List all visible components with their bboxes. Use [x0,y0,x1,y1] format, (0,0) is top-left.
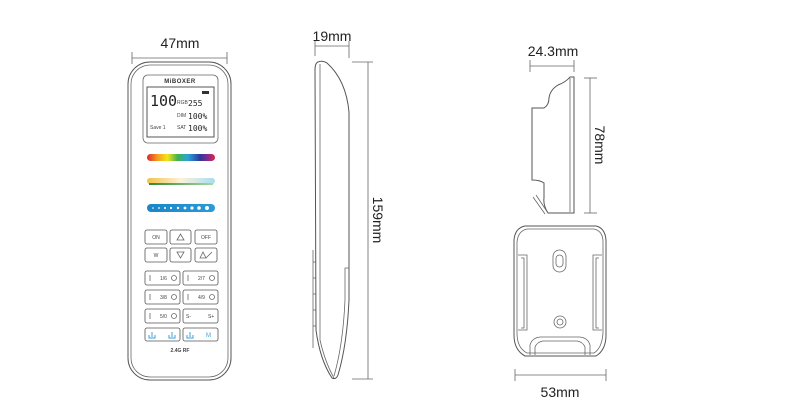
remote-body-outline [127,61,232,381]
on-button[interactable]: ON [144,229,168,245]
speed-up-label: S+ [208,314,214,320]
lcd-rgb-value: 255 [188,99,203,108]
brightness-dots [152,206,209,210]
brightness-slider[interactable] [147,204,215,212]
night-light-button[interactable] [194,247,218,263]
zone-button-3-8[interactable]: 3/8 [144,289,181,305]
save-icon [186,332,194,339]
lcd-big-value: 100 [150,92,177,110]
lamp-icon [199,251,213,259]
zone-button-5-0[interactable]: 5/0 [144,308,181,324]
mounting-slot [552,249,567,273]
lcd-save-label: Save 1 [150,125,166,131]
zone-button-1-6[interactable]: 1/6 [144,270,181,286]
svg-text:1/6: 1/6 [160,276,167,282]
lcd-sat-value: 100% [188,124,207,133]
scene-mode-button[interactable]: M [182,327,219,342]
lcd-rgb-label: RGB [177,100,189,106]
holder-height-label: 78mm [592,126,608,165]
brand-logo: MiBOXER [164,79,196,85]
off-button[interactable]: OFF [194,229,218,245]
save-icon [148,332,156,339]
svg-text:4/9: 4/9 [198,295,205,301]
lcd-screen [146,86,215,138]
side-buttons [312,250,316,348]
zone-button-2-7[interactable]: 2/7 [182,270,219,286]
lcd-dim-label: DIM [177,113,186,119]
thickness-dimension: 19mm [313,28,352,58]
svg-text:OFF: OFF [201,235,211,241]
holder-width-dimension: 53mm [514,369,607,400]
svg-text:2/7: 2/7 [198,276,205,282]
svg-text:W: W [154,253,159,259]
width-dimension: 47mm [131,35,228,64]
white-button[interactable]: W [144,247,168,263]
svg-text:5/0: 5/0 [160,314,167,320]
display-bezel [142,74,219,144]
remote-length-label: 159mm [370,197,386,244]
zone-button-4-9[interactable]: 4/9 [182,289,219,305]
remote-width-label: 47mm [161,35,200,51]
holder-depth-dimension: 24.3mm [528,43,579,72]
speed-down-label: S- [186,314,191,320]
battery-icon [202,91,209,94]
speed-button[interactable]: S- S+ [182,308,219,324]
remote-thickness-label: 19mm [313,28,352,44]
rgb-color-slider[interactable] [147,154,215,161]
triangle-down-icon [176,251,185,259]
svg-text:3/8: 3/8 [160,295,167,301]
rf-label: 2.4G RF [171,348,190,354]
color-temperature-slider[interactable] [147,178,215,184]
holder-front-view: 53mm [513,225,607,400]
length-dimension: 159mm [352,61,386,380]
lcd-sat-label: SAT [177,125,186,131]
holder-width-label: 53mm [541,384,580,400]
brightness-down-button[interactable] [169,247,192,263]
remote-front-view: 47mm MiBOXER 100 RGB 255 DIM 100% Save 1… [127,35,232,381]
scene-button-left[interactable] [144,327,181,342]
holder-depth-label: 24.3mm [528,43,579,59]
mode-label: M [206,333,211,339]
holder-height-dimension: 78mm [584,77,608,214]
save-icon [168,332,176,339]
remote-side-view: 19mm 159mm [312,28,386,380]
brightness-up-button[interactable] [169,229,192,245]
svg-text:ON: ON [152,235,160,241]
triangle-up-icon [176,233,185,241]
screw-hole [553,315,567,329]
lcd-dim-value: 100% [188,112,207,121]
holder-side-view: 24.3mm 78mm [528,43,608,215]
